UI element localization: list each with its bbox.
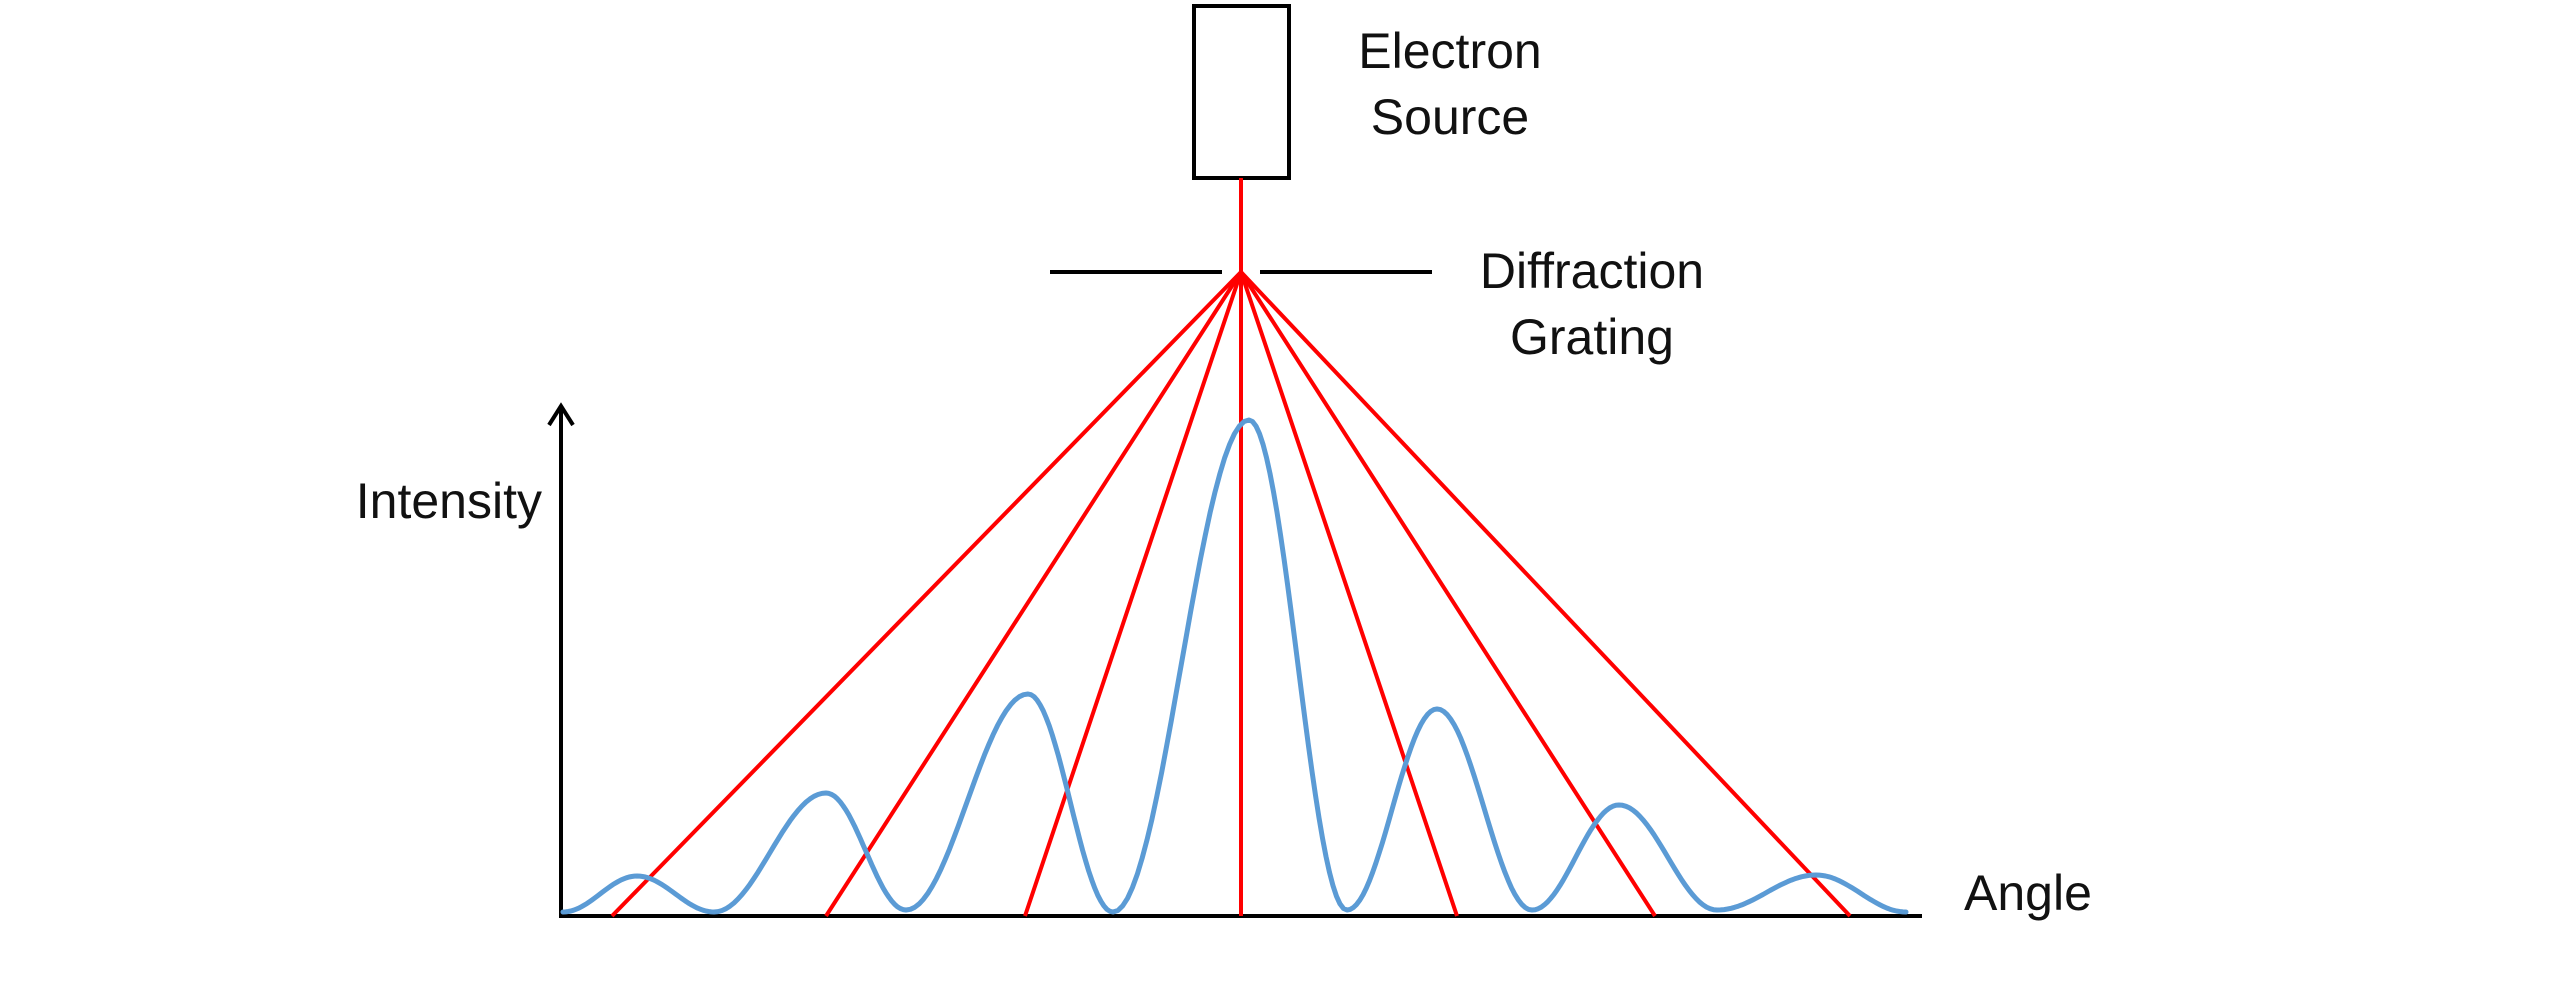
y-axis-label: Intensity: [356, 473, 542, 529]
x-axis-label: Angle: [1964, 865, 2092, 921]
diffraction-grating-label-line1: Diffraction: [1480, 243, 1704, 299]
diffraction-rays: [610, 178, 1852, 918]
diffraction-grating-label-line2: Grating: [1510, 309, 1674, 365]
ray-right-2: [1239, 270, 1657, 918]
ray-left-3: [610, 270, 1243, 918]
y-axis-arrowhead: [547, 402, 575, 427]
ray-right-1: [1239, 271, 1459, 917]
ray-right-3: [1239, 270, 1852, 918]
electron-source-box: [1192, 4, 1291, 180]
ray-left-2: [824, 270, 1243, 918]
ray-left-1: [1023, 271, 1243, 917]
intensity-curve: [560, 417, 1909, 915]
electron-source-label-line2: Source: [1371, 89, 1529, 145]
electron-source-label-line1: Electron: [1358, 23, 1541, 79]
